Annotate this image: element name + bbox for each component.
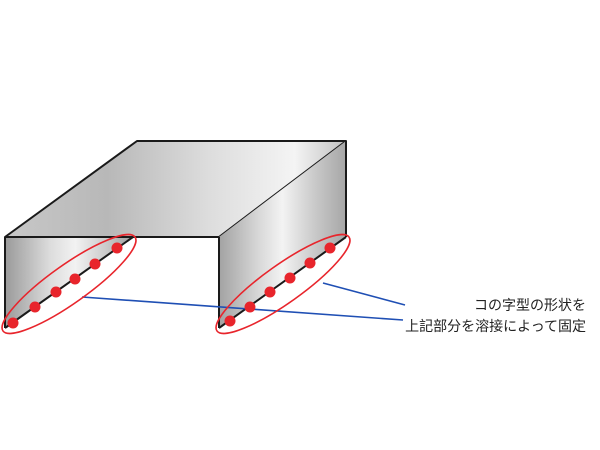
weld-dot xyxy=(284,272,296,284)
weld-dot xyxy=(89,258,101,270)
weld-dot xyxy=(69,273,81,285)
left-weld-dots xyxy=(7,242,123,329)
annotation-line-1: コの字型の形状を xyxy=(474,298,586,314)
leader-line-left xyxy=(81,296,404,321)
weld-dot xyxy=(224,315,236,327)
weld-dot xyxy=(7,317,19,329)
annotation-line-2: 上記部分を溶接によって固定 xyxy=(405,319,586,335)
weld-dot xyxy=(50,286,62,298)
left-weld-seam xyxy=(4,236,134,329)
weld-dot xyxy=(111,242,123,254)
leader-line-right xyxy=(322,282,406,306)
weld-dot xyxy=(264,286,276,298)
weld-dot xyxy=(29,301,41,313)
right-weld-dots xyxy=(224,242,336,327)
weld-dot xyxy=(244,301,256,313)
right-weld-seam xyxy=(218,236,347,329)
weld-dot xyxy=(324,242,336,254)
weld-annotation: コの字型の形状を 上記部分を溶接によって固定 xyxy=(405,296,586,338)
right-weld-ellipse xyxy=(215,233,351,335)
weld-dot xyxy=(304,257,316,269)
right-wall xyxy=(219,141,346,328)
left-weld-ellipse xyxy=(1,233,137,335)
